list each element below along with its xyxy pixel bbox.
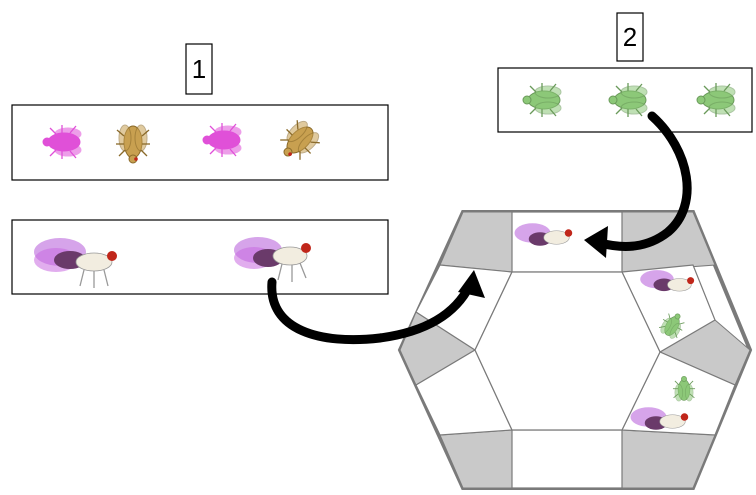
fly-panel-2 xyxy=(497,67,753,133)
svg-text:2: 2 xyxy=(623,22,637,52)
hexagon-chamber xyxy=(397,210,753,490)
arrow-add-green-flies xyxy=(584,111,692,258)
fly-panel-mating xyxy=(11,219,389,295)
step-1-label: 1 xyxy=(185,43,213,95)
mating-pair-icon xyxy=(34,238,117,288)
mating-pair-icon xyxy=(234,237,311,282)
arrow-transfer-pairs xyxy=(267,270,485,345)
mating-pair-icon xyxy=(630,407,689,430)
mating-pair-icon xyxy=(514,223,573,246)
fly-panel-1 xyxy=(11,104,389,181)
tan-fly-icon xyxy=(115,124,151,164)
svg-text:1: 1 xyxy=(192,54,206,84)
tan-fly-icon xyxy=(272,115,325,168)
mating-pair-icon xyxy=(640,270,695,292)
step-2-label: 2 xyxy=(616,12,644,62)
